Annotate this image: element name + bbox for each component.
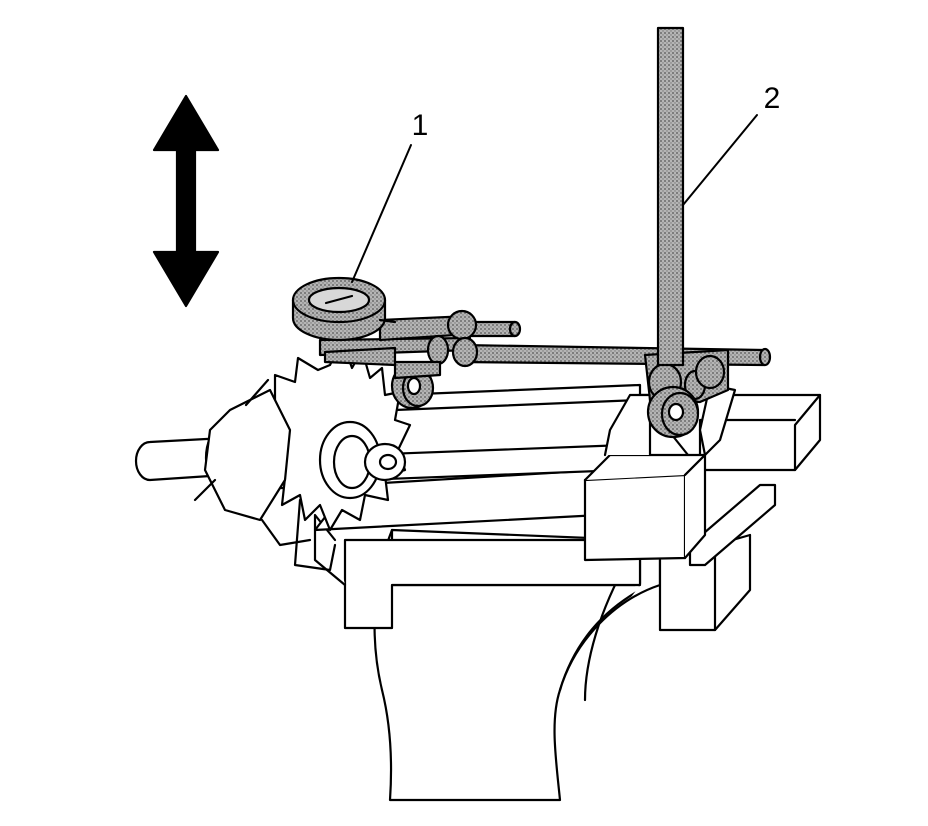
vise-jaw-block: [583, 383, 737, 562]
callout-1: 1: [412, 109, 429, 142]
vise-jaw-body: [313, 483, 777, 630]
magnetic-base-clamp: [643, 348, 730, 439]
callout-2: 2: [764, 82, 781, 115]
vise-pedestal: [373, 518, 752, 802]
leader-line-2: [682, 114, 758, 206]
leader-lines: [351, 114, 758, 283]
contact-roller: [323, 346, 442, 410]
dial-indicator: [291, 276, 397, 342]
indicator-post: [656, 26, 685, 367]
double-arrow-vertical-icon: [152, 94, 220, 308]
leader-line-1: [351, 144, 412, 283]
pinion-gear: [193, 338, 412, 572]
